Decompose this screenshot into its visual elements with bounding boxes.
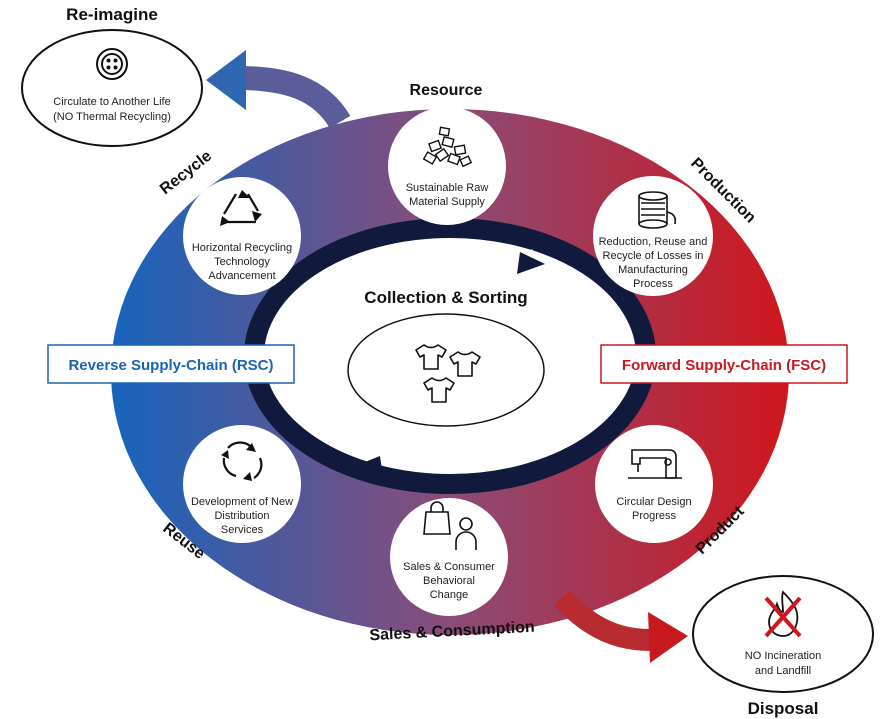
disposal-heading: Disposal xyxy=(748,699,819,718)
stage-resource: Resource xyxy=(410,82,483,99)
reverse-chain-box: Reverse Supply-Chain (RSC) xyxy=(47,344,295,384)
no-fire-icon xyxy=(764,590,802,638)
fabric-scraps-icon xyxy=(422,126,473,168)
node-sales-line2: Behavioral xyxy=(423,575,475,587)
node-sustainable-line1: Sustainable Raw xyxy=(406,182,489,194)
button-icon xyxy=(96,48,128,80)
disposal-arrow xyxy=(553,590,688,663)
circular-arrows-icon xyxy=(221,441,263,481)
node-recycling-line3: Advancement xyxy=(208,270,275,282)
reimagine-line1: Circulate to Another Life xyxy=(53,96,170,108)
node-recycling-line2: Technology xyxy=(214,256,270,268)
disposal-line1: NO Incineration xyxy=(745,650,821,662)
node-reduction: Reduction, Reuse and Recycle of Losses i… xyxy=(593,176,713,296)
node-recycling-line1: Horizontal Recycling xyxy=(192,242,292,254)
reimagine-oval: Circulate to Another Life (NO Thermal Re… xyxy=(21,29,203,147)
center-oval xyxy=(347,313,545,427)
node-design: Circular Design Progress xyxy=(595,425,713,543)
node-sales-line1: Sales & Consumer xyxy=(403,561,495,573)
node-distribution: Development of New Distribution Services xyxy=(183,425,301,543)
node-distribution-line3: Services xyxy=(221,524,264,536)
node-reduction-line2: Recycle of Losses in xyxy=(603,250,704,262)
shopping-bag-person-icon xyxy=(423,501,477,550)
node-sales: Sales & Consumer Behavioral Change xyxy=(390,498,508,616)
sewing-machine-icon xyxy=(628,449,682,479)
node-design-line2: Progress xyxy=(632,510,677,522)
reimagine-arrow xyxy=(206,50,351,129)
node-distribution-line2: Distribution xyxy=(214,510,269,522)
node-distribution-line1: Development of New xyxy=(191,496,293,508)
node-reduction-line3: Manufacturing xyxy=(618,264,688,276)
t-shirts-icon xyxy=(415,344,481,403)
reverse-chain-label: Reverse Supply-Chain (RSC) xyxy=(68,357,273,374)
node-sustainable: Sustainable Raw Material Supply xyxy=(388,107,506,225)
center-title: Collection & Sorting xyxy=(364,288,527,307)
forward-chain-box: Forward Supply-Chain (FSC) xyxy=(600,344,848,384)
node-reduction-line1: Reduction, Reuse and xyxy=(599,236,708,248)
node-design-line1: Circular Design xyxy=(616,496,691,508)
disposal-line2: and Landfill xyxy=(755,665,811,677)
disposal-oval: NO Incineration and Landfill xyxy=(692,575,874,693)
reimagine-heading: Re-imagine xyxy=(66,5,158,24)
reimagine-line2: (NO Thermal Recycling) xyxy=(53,111,171,123)
thread-spool-icon xyxy=(638,191,677,229)
node-sales-line3: Change xyxy=(430,589,469,601)
recycle-icon xyxy=(220,190,262,226)
node-sustainable-line2: Material Supply xyxy=(409,196,485,208)
node-reduction-line4: Process xyxy=(633,278,673,290)
forward-chain-label: Forward Supply-Chain (FSC) xyxy=(622,357,826,374)
node-recycling: Horizontal Recycling Technology Advancem… xyxy=(183,177,301,295)
